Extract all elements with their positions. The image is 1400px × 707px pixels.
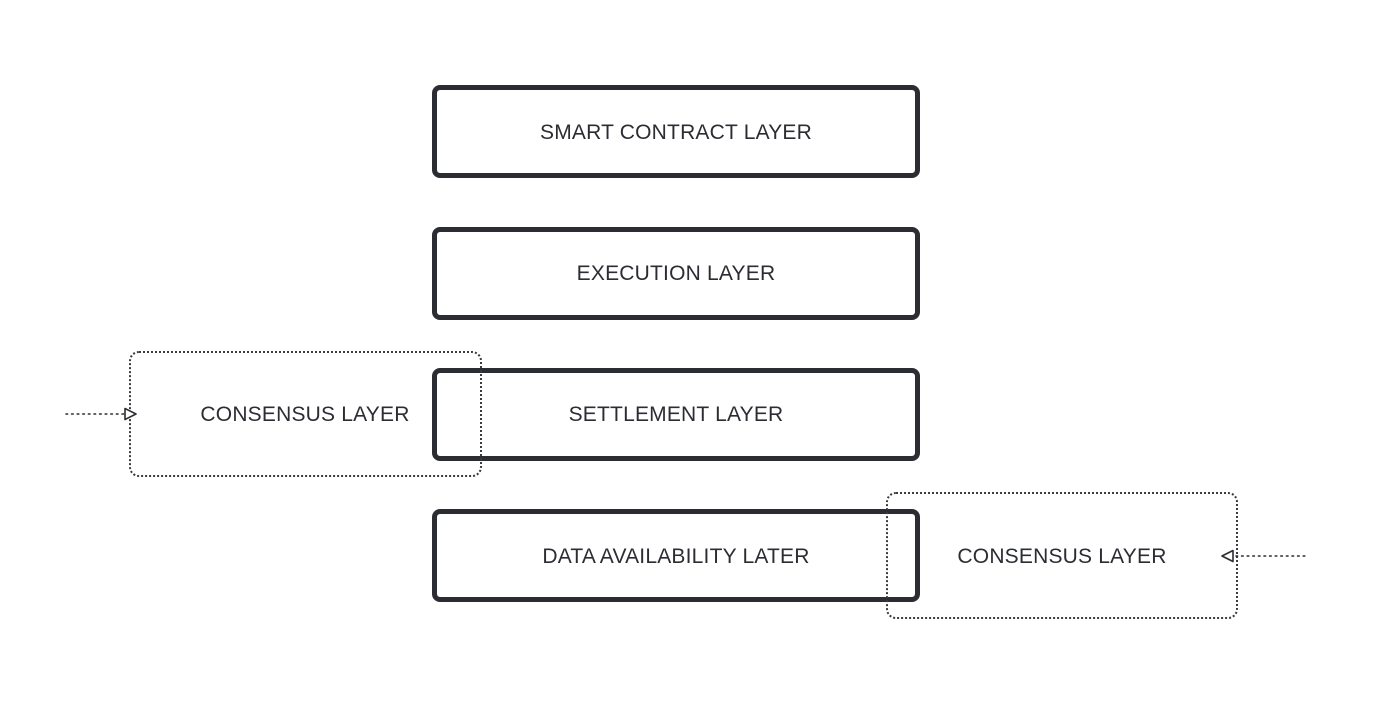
right-dotted-arrow [1221, 549, 1309, 563]
consensus-layer-right-label: CONSENSUS LAYER [957, 545, 1167, 568]
data-availability-layer-box [432, 509, 920, 602]
settlement-layer-box [432, 368, 920, 461]
smart-contract-layer-box [432, 85, 920, 178]
left-dotted-arrow [65, 407, 137, 421]
consensus-layer-left-label: CONSENSUS LAYER [200, 403, 410, 426]
data-availability-layer-label: DATA AVAILABILITY LATER [542, 545, 810, 568]
execution-layer-box [432, 227, 920, 320]
execution-layer-label: EXECUTION LAYER [576, 262, 776, 285]
settlement-layer-label: SETTLEMENT LAYER [568, 403, 784, 426]
smart-contract-layer-label: SMART CONTRACT LAYER [540, 121, 812, 144]
